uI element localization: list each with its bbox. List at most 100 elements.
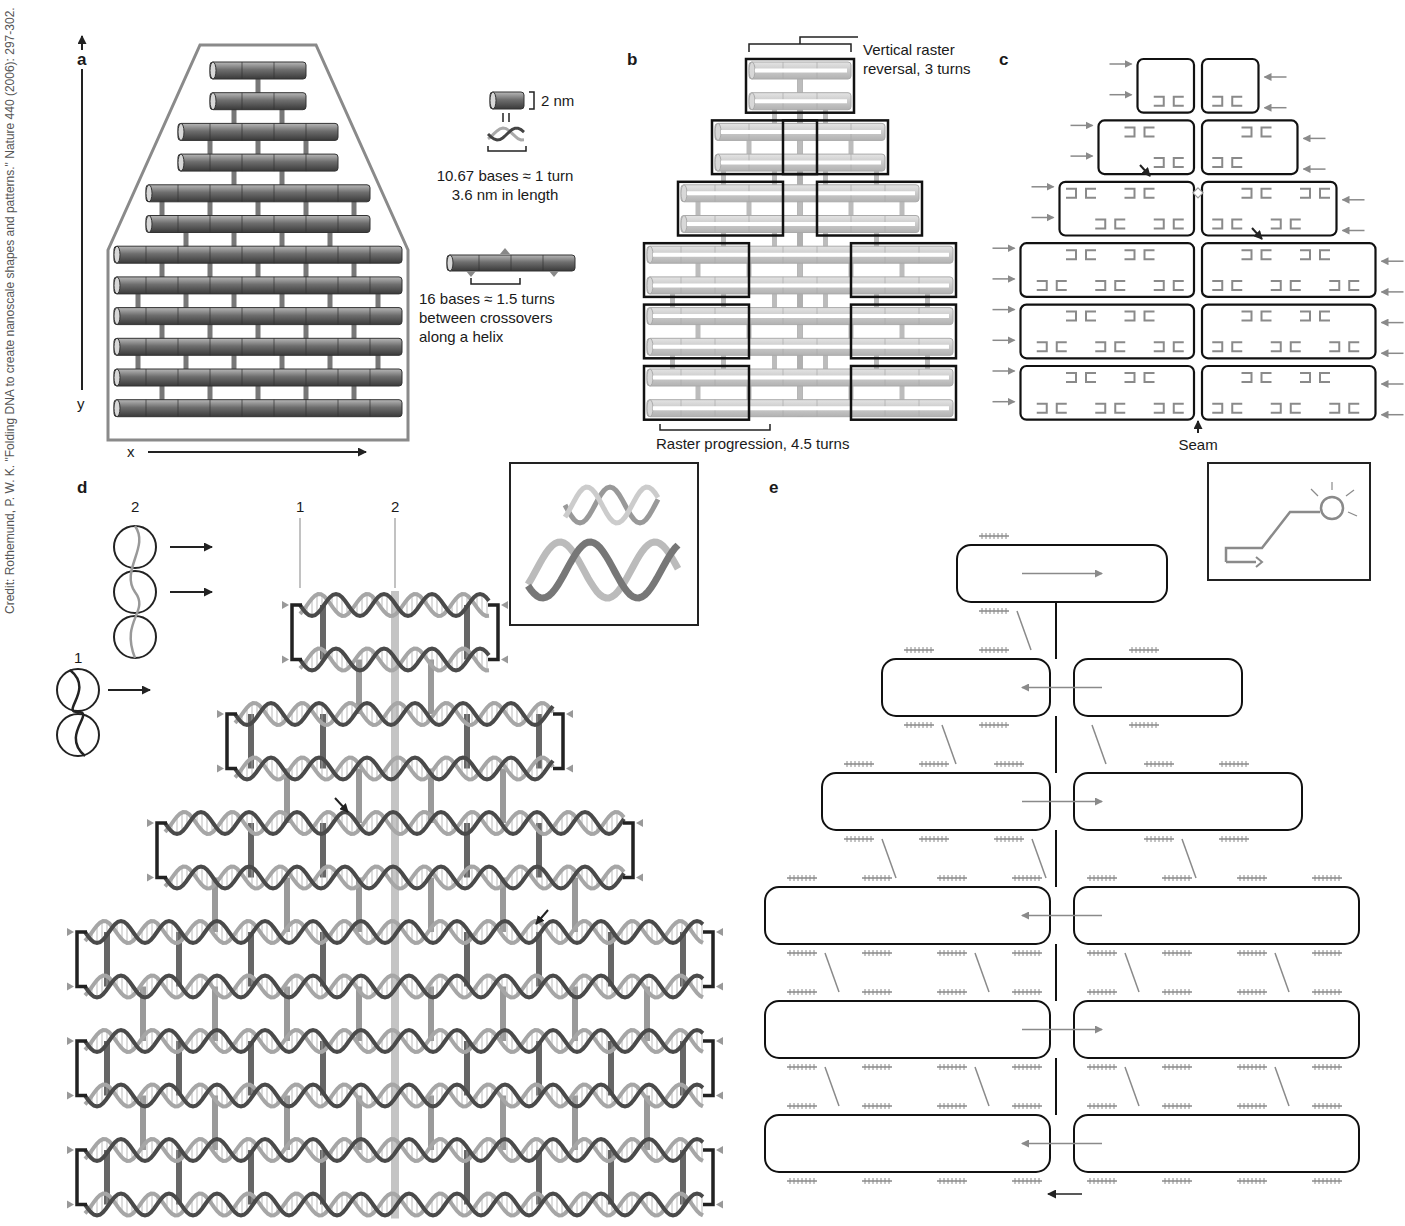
base-ticks [873, 950, 874, 956]
staple [1154, 404, 1184, 413]
base-ticks [1031, 875, 1032, 881]
base-ticks [948, 989, 949, 995]
helix-cylinder [647, 400, 953, 417]
base-ticks [1110, 1103, 1111, 1109]
base-ticks [1260, 950, 1261, 956]
scaffold-turn [157, 823, 167, 878]
base-ticks [1006, 533, 1007, 539]
base-ticks [1260, 1064, 1261, 1070]
base-ticks [940, 950, 941, 956]
strand [85, 976, 703, 998]
staple [1329, 404, 1359, 413]
base-ticks [1248, 989, 1249, 995]
strand [85, 1194, 703, 1216]
base-ticks [877, 989, 878, 995]
base-ticks [1173, 1064, 1174, 1070]
crossover [256, 323, 261, 341]
turn-divider [210, 154, 211, 171]
base-ticks [960, 1103, 961, 1109]
turn-divider [146, 338, 147, 355]
base-ticks [814, 989, 815, 995]
base-ticks [1031, 1178, 1032, 1184]
raster-loop [783, 120, 888, 174]
turn-divider [146, 369, 147, 386]
loop-spoke [1311, 489, 1318, 496]
turn-divider [210, 123, 211, 140]
base-ticks [1240, 1103, 1241, 1109]
base-ticks [1222, 761, 1223, 767]
base-ticks [1240, 989, 1241, 995]
helix-cylinder [210, 93, 306, 110]
cylinder-end [715, 123, 721, 140]
helix-icon [488, 128, 524, 140]
base-ticks [1189, 1103, 1190, 1109]
base-ticks [1039, 1178, 1040, 1184]
panel-e [765, 463, 1370, 1194]
seam-arrow [1197, 421, 1199, 433]
staple-end [1110, 63, 1132, 65]
scaffold-loop [957, 545, 1167, 602]
base-ticks [1319, 875, 1320, 881]
helix-cylinder [647, 369, 953, 386]
base-ticks [1185, 875, 1186, 881]
scaffold-turn [553, 714, 563, 769]
base-ticks [911, 647, 912, 653]
base-ticks [1230, 761, 1231, 767]
strand [235, 758, 553, 780]
annotation: Seam [1178, 435, 1219, 454]
raster-loop [678, 182, 783, 236]
turn-divider [306, 154, 307, 171]
staple-arrow [1022, 573, 1102, 575]
base-ticks [994, 647, 995, 653]
base-ticks [1240, 950, 1241, 956]
base-ticks [952, 1103, 953, 1109]
base-ticks [1246, 761, 1247, 767]
turn-divider [338, 369, 339, 386]
base-ticks [940, 989, 941, 995]
base-ticks [944, 1103, 945, 1109]
base-ticks [994, 533, 995, 539]
base-ticks [944, 1178, 945, 1184]
base-ticks [990, 608, 991, 614]
crossover [747, 138, 752, 156]
crossover [696, 200, 701, 218]
helix-cylinder [114, 369, 402, 386]
cylinder-end [749, 93, 755, 110]
staple [1095, 342, 1125, 351]
staple [1125, 250, 1155, 259]
scaffold-loop [1021, 305, 1195, 359]
crossover [900, 323, 905, 341]
base-ticks [1023, 989, 1024, 995]
base-ticks [964, 1103, 965, 1109]
strand [85, 1030, 703, 1052]
cylinder-end [114, 308, 120, 325]
helix-cylinder [210, 62, 306, 79]
base-ticks [855, 761, 856, 767]
base-ticks [1264, 1178, 1265, 1184]
base-ticks [1002, 533, 1003, 539]
base-ticks [1167, 761, 1168, 767]
turn-divider [210, 400, 211, 417]
axis-label: x [126, 442, 136, 461]
helix-cylinder [146, 185, 370, 202]
turn-divider [274, 154, 275, 171]
equals-mark [508, 113, 510, 122]
loop-spoke [1331, 482, 1332, 490]
base-ticks [1252, 1178, 1253, 1184]
base-ticks [1098, 1103, 1099, 1109]
base-ticks [1234, 836, 1235, 842]
credit-line: Credit: Rothemund, P. W. K. "Folding DNA… [3, 6, 17, 615]
helix-cylinder [114, 338, 402, 355]
base-ticks [1163, 836, 1164, 842]
base-ticks [1151, 761, 1152, 767]
base-ticks [889, 875, 890, 881]
base-ticks [1177, 950, 1178, 956]
base-ticks [794, 950, 795, 956]
staple-crossover [1275, 953, 1289, 992]
base-ticks [1240, 875, 1241, 881]
crossover [798, 384, 803, 402]
crossover [280, 169, 285, 187]
crossover [670, 292, 675, 310]
base-ticks [1185, 989, 1186, 995]
